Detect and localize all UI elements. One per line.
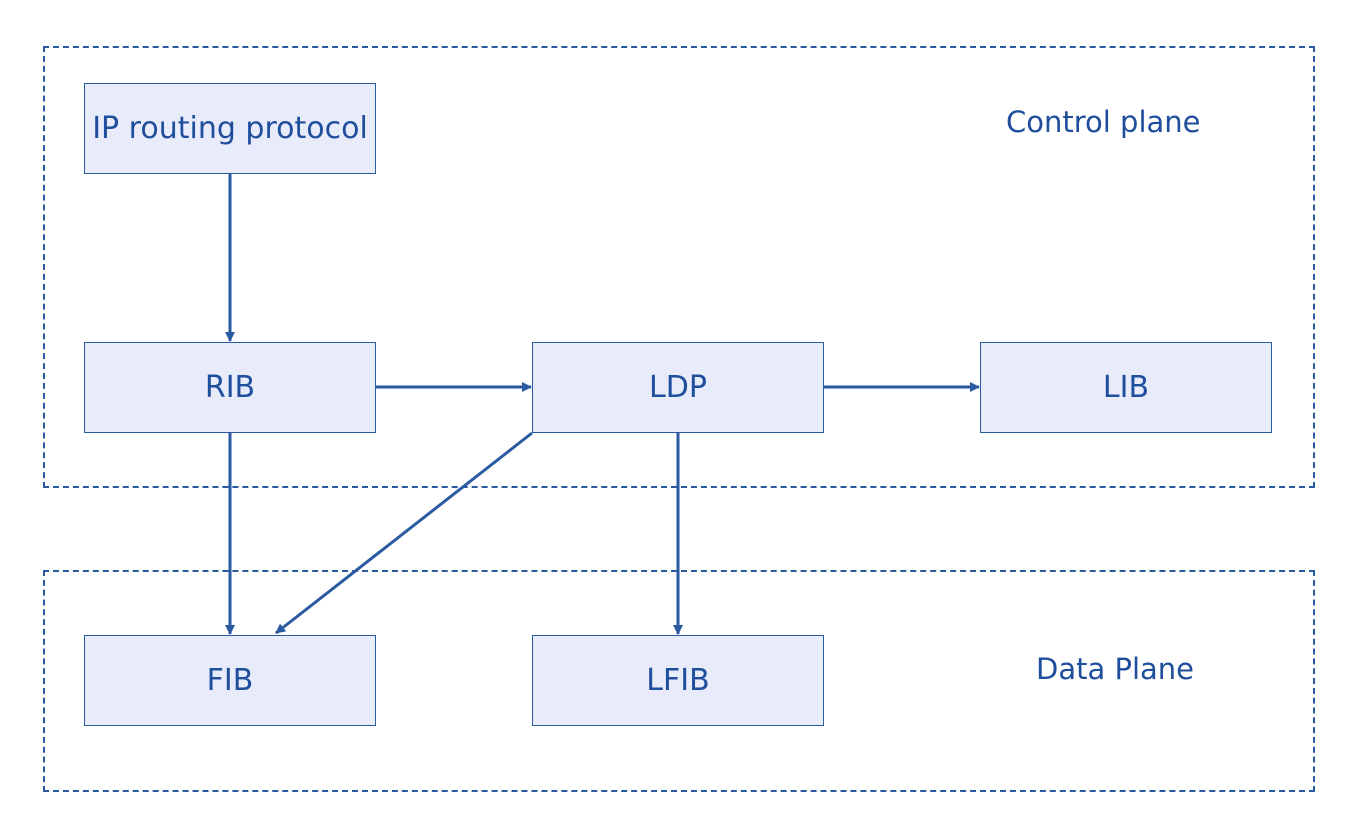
data-plane-label: Data Plane: [1036, 652, 1194, 686]
control-plane-label: Control plane: [1006, 105, 1201, 139]
node-fib: FIB: [84, 635, 376, 726]
node-ip-routing-protocol: IP routing protocol: [84, 83, 376, 174]
node-lib: LIB: [980, 342, 1272, 433]
node-lfib: LFIB: [532, 635, 824, 726]
node-ldp: LDP: [532, 342, 824, 433]
node-rib: RIB: [84, 342, 376, 433]
